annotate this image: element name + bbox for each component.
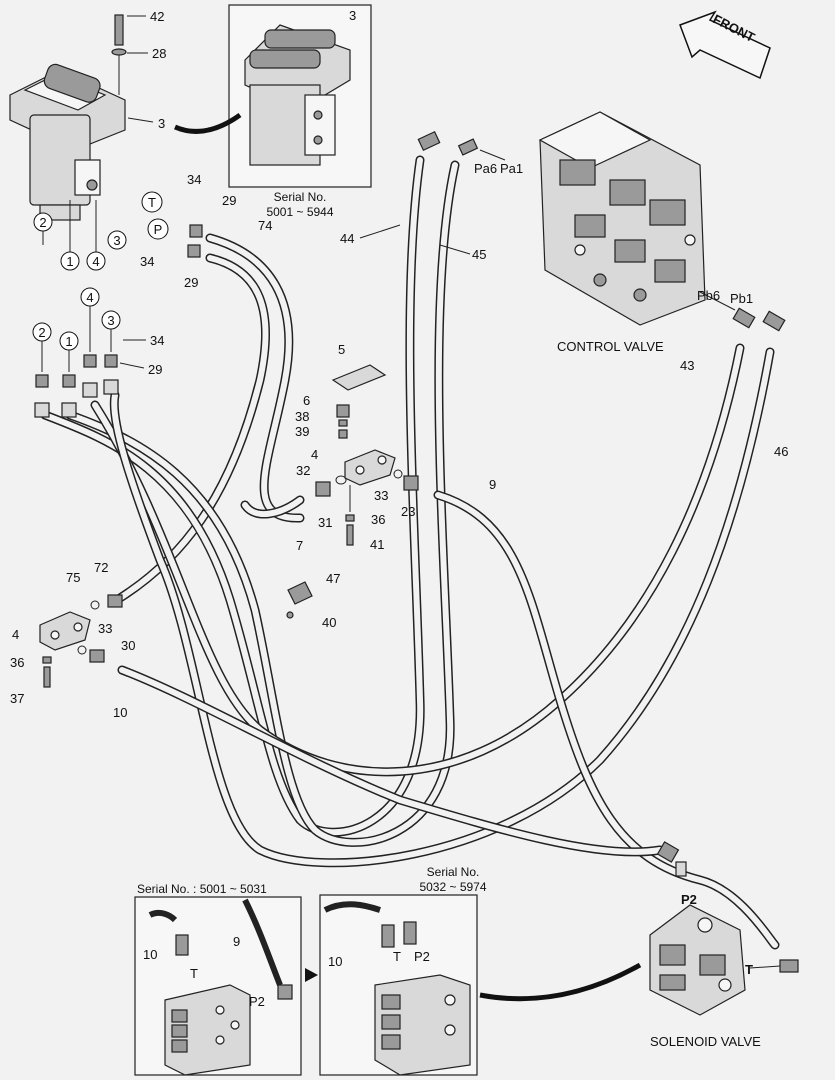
port-pa6: Pa6: [474, 161, 497, 176]
front-arrow: [679, 10, 771, 80]
circled-markers: T P 2 1 4 3 2 1 4 3: [32, 191, 169, 372]
marker-1-top: 1: [66, 254, 73, 269]
port-p2-box1: P2: [249, 994, 265, 1009]
callout-42: 42: [150, 9, 164, 24]
callout-74: 74: [258, 218, 272, 233]
callout-44: 44: [340, 231, 354, 246]
callout-29-mid: 29: [184, 275, 198, 290]
serial-box1: Serial No. : 5001 ~ 5031: [137, 882, 267, 896]
marker-4-top: 4: [92, 254, 99, 269]
port-t-main: T: [745, 962, 753, 977]
pilot-fittings: [34, 224, 203, 418]
callout-32: 32: [296, 463, 310, 478]
callout-23: 23: [401, 504, 415, 519]
fitting-23: [403, 475, 419, 491]
callout-5: 5: [338, 342, 345, 357]
marker-3-top: 3: [113, 233, 120, 248]
callout-36-lower: 36: [10, 655, 24, 670]
callout-7: 7: [296, 538, 303, 553]
marker-4-mid: 4: [86, 290, 93, 305]
port-pb1: Pb1: [730, 291, 753, 306]
captions: FRONT CONTROL VALVE SOLENOID VALVE Seria…: [137, 11, 761, 1049]
hose-group: [40, 155, 780, 950]
marker-1-mid: 1: [65, 334, 72, 349]
callout-34-top: 34: [187, 172, 201, 187]
port-labels: Pa6 Pa1 Pb6 Pb1 P2 T T P2 T P2: [190, 161, 753, 1009]
callout-6: 6: [303, 393, 310, 408]
serial-top-line2: 5001 ~ 5944: [266, 205, 333, 219]
callout-33-upper: 33: [374, 488, 388, 503]
junction-block-upper: [315, 364, 419, 546]
callout-43: 43: [680, 358, 694, 373]
inset-box-serial-1: [134, 896, 302, 1076]
callout-29-top: 29: [222, 193, 236, 208]
control-valve-caption: CONTROL VALVE: [557, 339, 664, 354]
callout-45: 45: [472, 247, 486, 262]
callout-9-box1: 9: [233, 934, 240, 949]
callout-39: 39: [295, 424, 309, 439]
marker-3-mid: 3: [107, 313, 114, 328]
serial-box2-line1: Serial No.: [427, 865, 480, 879]
callout-10-main: 10: [113, 705, 127, 720]
port-pb6: Pb6: [697, 288, 720, 303]
port-pa1: Pa1: [500, 161, 523, 176]
fitting-31: [315, 481, 331, 497]
marker-2-top: 2: [39, 215, 46, 230]
port-p2-box2: P2: [414, 949, 430, 964]
inset-box-serial-2: [319, 894, 478, 1076]
callout-4-upper: 4: [311, 447, 318, 462]
callout-75: 75: [66, 570, 80, 585]
port-p2-main: P2: [681, 892, 697, 907]
control-valve: [417, 111, 786, 332]
callout-36-upper: 36: [371, 512, 385, 527]
solenoid-valve-caption: SOLENOID VALVE: [650, 1034, 761, 1049]
hose-9: [433, 490, 780, 950]
marker-2-mid: 2: [38, 325, 45, 340]
callout-3-main: 3: [158, 116, 165, 131]
junction-block-lower: [39, 594, 123, 688]
callout-47: 47: [326, 571, 340, 586]
callout-34-left: 34: [150, 333, 164, 348]
callout-30: 30: [121, 638, 135, 653]
port-t-box1: T: [190, 966, 198, 981]
bolt-42: [114, 14, 124, 46]
callout-10-box1: 10: [143, 947, 157, 962]
callout-10-box2: 10: [328, 954, 342, 969]
callout-28: 28: [152, 46, 166, 61]
callout-34-mid: 34: [140, 254, 154, 269]
callout-40: 40: [322, 615, 336, 630]
callout-labels: 42 28 3 3 34 29 74 34 29 44 45 34 29 5 6…: [10, 8, 788, 969]
callout-72: 72: [94, 560, 108, 575]
callout-9-main: 9: [489, 477, 496, 492]
washer-28: [111, 48, 127, 56]
pilot-valve-assembly: [9, 14, 127, 221]
callout-37: 37: [10, 691, 24, 706]
callout-29-left: 29: [148, 362, 162, 377]
solenoid-valve: [479, 841, 799, 1016]
callout-31: 31: [318, 515, 332, 530]
callout-38: 38: [295, 409, 309, 424]
serial-top-line1: Serial No.: [274, 190, 327, 204]
bracket-47: [287, 581, 313, 605]
port-t-box2: T: [393, 949, 401, 964]
callout-4-lower: 4: [12, 627, 19, 642]
pilot-valve-inset: [174, 4, 372, 188]
callout-3-inset: 3: [349, 8, 356, 23]
serial-box2-line2: 5032 ~ 5974: [419, 880, 486, 894]
callout-41: 41: [370, 537, 384, 552]
marker-P: P: [154, 222, 163, 237]
callout-33-lower: 33: [98, 621, 112, 636]
marker-T: T: [148, 195, 156, 210]
callout-46: 46: [774, 444, 788, 459]
